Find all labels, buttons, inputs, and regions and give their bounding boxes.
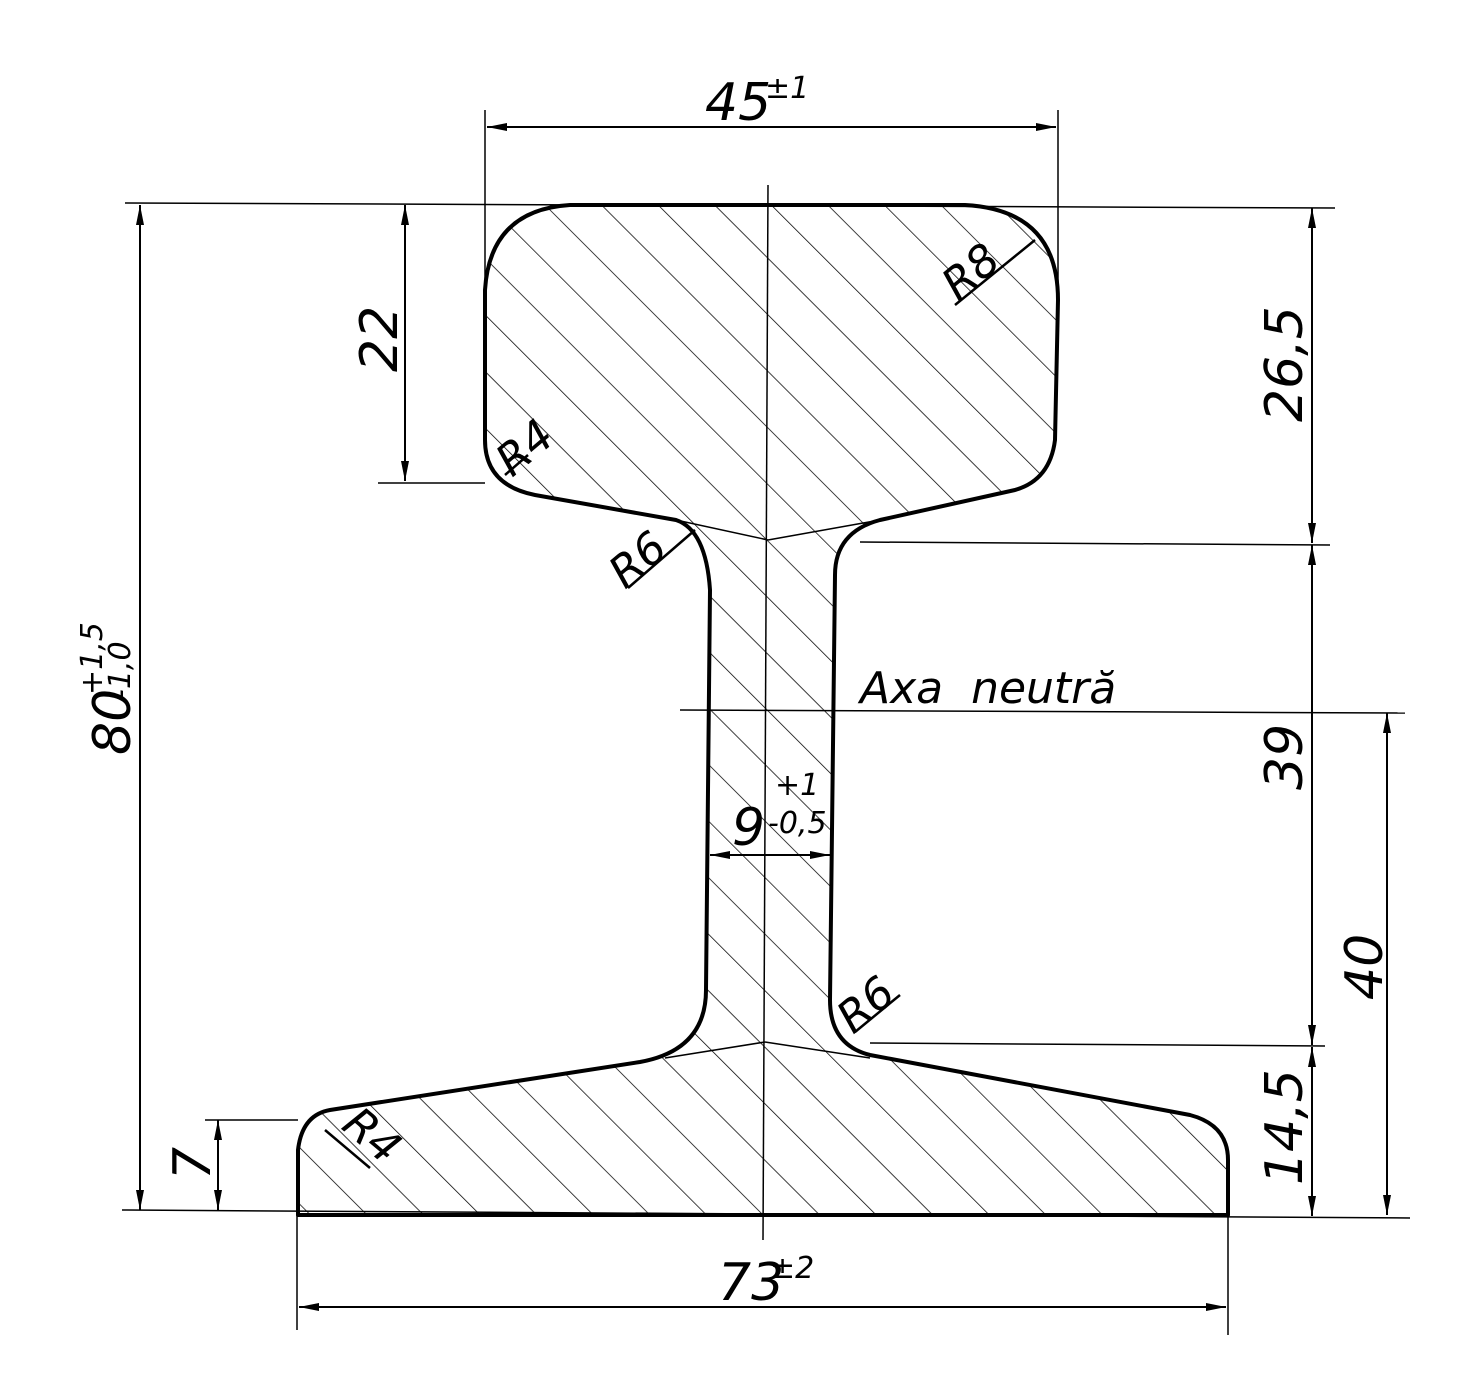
construction-lines	[664, 519, 881, 1059]
dimension-lines	[136, 123, 1391, 1311]
web-thickness-tol-lower: -0,5	[768, 806, 827, 841]
extension-lines	[121, 110, 1411, 1335]
neutral-axis-label: Axa neutră	[857, 663, 1116, 714]
foot-width-label: 73 ±2	[718, 1251, 814, 1313]
web-thickness-label: 9 +1 -0,5	[732, 768, 827, 858]
foot-to-base-value: 14,5	[1255, 1069, 1315, 1185]
centre-line	[762, 184, 769, 1241]
web-to-axis-value: 39	[1255, 724, 1315, 790]
head-width-label: 45 ±1	[705, 71, 809, 133]
head-to-web-value: 26,5	[1255, 306, 1315, 422]
foot-edge-value: 7	[163, 1147, 223, 1180]
web-thickness-value: 9	[732, 798, 765, 858]
head-width-value: 45	[705, 73, 771, 133]
head-depth-value: 22	[350, 306, 410, 372]
radius-web-top-left: R6	[599, 522, 677, 599]
total-height-label: 80 +1,5 -1,0	[75, 622, 143, 755]
head-width-tolerance: ±1	[765, 71, 809, 106]
web-thickness-tol-upper: +1	[775, 768, 819, 803]
axis-to-base-value: 40	[1335, 934, 1395, 1000]
total-height-value: 80	[83, 689, 143, 755]
foot-width-value: 73	[718, 1253, 784, 1313]
total-height-tol-upper: +1,5	[75, 622, 110, 695]
radius-leaders	[324, 239, 1036, 1169]
foot-width-tolerance: ±2	[770, 1251, 814, 1286]
total-height-tol-lower: -1,0	[103, 641, 138, 700]
